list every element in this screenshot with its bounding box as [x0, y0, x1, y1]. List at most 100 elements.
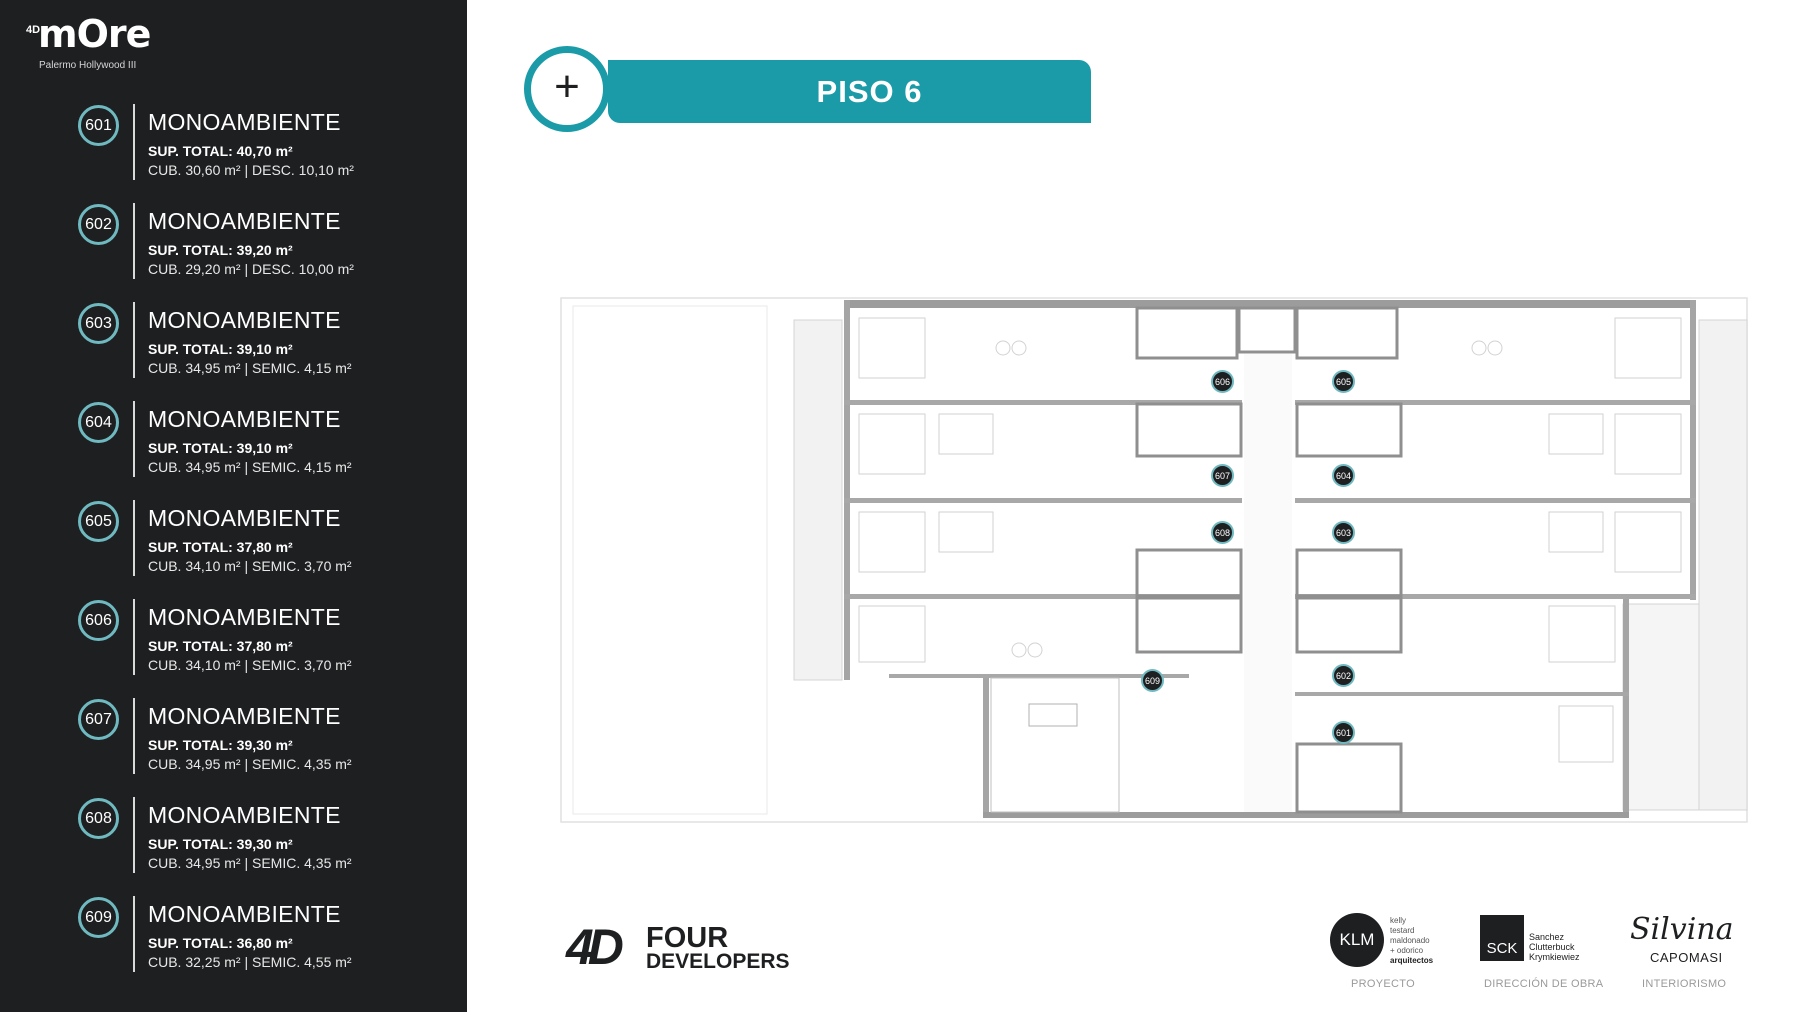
- unit-type: MONOAMBIENTE: [148, 802, 341, 828]
- klm-mark: KLM: [1330, 913, 1384, 967]
- unit-total-area: SUP. TOTAL: 39,20 m²: [148, 242, 293, 258]
- unit-number: 604: [85, 413, 112, 431]
- unit-divider: [133, 203, 135, 279]
- balcony-right: [1698, 319, 1748, 811]
- unit-divider: [133, 104, 135, 180]
- unit-divider: [133, 896, 135, 972]
- unit-divider: [133, 302, 135, 378]
- klm-logo: KLM kelly testard maldonado + odorico ar…: [1330, 908, 1450, 990]
- plan-badge-number: 602: [1335, 670, 1352, 681]
- klm-caption: PROYECTO: [1351, 978, 1415, 990]
- unit-number: 607: [85, 710, 112, 728]
- plan-badge-number: 603: [1335, 527, 1352, 538]
- unit-item-604[interactable]: 604 MONOAMBIENTE SUP. TOTAL: 39,10 m² CU…: [0, 401, 467, 500]
- unit-number: 609: [85, 908, 112, 926]
- plan-badge-602[interactable]: 602: [1332, 664, 1355, 687]
- plan-badge-number: 601: [1335, 727, 1352, 738]
- bathroom-blocks: [1135, 306, 1403, 814]
- unit-number-badge: 606: [78, 600, 119, 641]
- klm-description: kelly testard maldonado + odorico arquit…: [1390, 916, 1460, 966]
- unit-number: 608: [85, 809, 112, 827]
- plan-badge-608[interactable]: 608: [1211, 521, 1234, 544]
- expand-plus-button[interactable]: +: [524, 46, 610, 132]
- unit-total-area: SUP. TOTAL: 39,30 m²: [148, 836, 293, 852]
- floor-plan-drawing: [560, 297, 1748, 823]
- plan-badge-609[interactable]: 609: [1141, 669, 1164, 692]
- floor-title-banner: PISO 6: [608, 60, 1091, 123]
- unit-number: 605: [85, 512, 112, 530]
- unit-item-605[interactable]: 605 MONOAMBIENTE SUP. TOTAL: 37,80 m² CU…: [0, 500, 467, 599]
- klm-line: testard: [1390, 926, 1415, 935]
- north-wall: [844, 300, 1696, 308]
- sck-mark: SCK: [1480, 915, 1524, 961]
- unit-number-badge: 605: [78, 501, 119, 542]
- unit-item-609[interactable]: 609 MONOAMBIENTE SUP. TOTAL: 36,80 m² CU…: [0, 896, 467, 995]
- plan-badge-number: 605: [1335, 376, 1352, 387]
- brand-mark: 4D mOre: [26, 12, 206, 62]
- unit-number-badge: 601: [78, 105, 119, 146]
- terrace-inner-outline: [572, 305, 768, 815]
- unit-number: 603: [85, 314, 112, 332]
- plan-badge-601[interactable]: 601: [1332, 721, 1355, 744]
- brand-name: mOre: [38, 12, 151, 56]
- unit-divider: [133, 500, 135, 576]
- unit-separators: [844, 400, 1696, 696]
- unit-total-area: SUP. TOTAL: 36,80 m²: [148, 935, 293, 951]
- floor-title: PISO 6: [816, 73, 923, 109]
- silvina-caption: INTERIORISMO: [1642, 978, 1727, 990]
- unit-list: 601 MONOAMBIENTE SUP. TOTAL: 40,70 m² CU…: [0, 104, 467, 995]
- plan-badge-605[interactable]: 605: [1332, 370, 1355, 393]
- unit-number-badge: 609: [78, 897, 119, 938]
- sck-line: Krymkiewiez: [1529, 952, 1580, 962]
- unit-area-detail: CUB. 34,95 m² | SEMIC. 4,15 m²: [148, 459, 352, 475]
- unit-type: MONOAMBIENTE: [148, 307, 341, 333]
- unit-item-602[interactable]: 602 MONOAMBIENTE SUP. TOTAL: 39,20 m² CU…: [0, 203, 467, 302]
- unit-divider: [133, 698, 135, 774]
- unit-area-detail: CUB. 30,60 m² | DESC. 10,10 m²: [148, 162, 354, 178]
- plan-badge-603[interactable]: 603: [1332, 521, 1355, 544]
- unit-type: MONOAMBIENTE: [148, 208, 341, 234]
- plan-badge-606[interactable]: 606: [1211, 370, 1234, 393]
- unit-area-detail: CUB. 34,95 m² | SEMIC. 4,35 m²: [148, 756, 352, 772]
- stair-table: [1028, 703, 1078, 727]
- klm-line: + odorico: [1390, 946, 1424, 955]
- unit-item-606[interactable]: 606 MONOAMBIENTE SUP. TOTAL: 37,80 m² CU…: [0, 599, 467, 698]
- unit-total-area: SUP. TOTAL: 39,10 m²: [148, 440, 293, 456]
- plan-badge-607[interactable]: 607: [1211, 464, 1234, 487]
- unit-type: MONOAMBIENTE: [148, 703, 341, 729]
- unit-item-601[interactable]: 601 MONOAMBIENTE SUP. TOTAL: 40,70 m² CU…: [0, 104, 467, 203]
- developer-line2: DEVELOPERS: [646, 950, 790, 973]
- stair-west-wall: [983, 674, 989, 818]
- unit-total-area: SUP. TOTAL: 37,80 m²: [148, 539, 293, 555]
- unit-area-detail: CUB. 32,25 m² | SEMIC. 4,55 m²: [148, 954, 352, 970]
- unit-number-badge: 607: [78, 699, 119, 740]
- unit-type: MONOAMBIENTE: [148, 505, 341, 531]
- unit-number: 601: [85, 116, 112, 134]
- unit-area-detail: CUB. 29,20 m² | DESC. 10,00 m²: [148, 261, 354, 277]
- unit-total-area: SUP. TOTAL: 40,70 m²: [148, 143, 293, 159]
- sck-mark-text: SCK: [1486, 940, 1518, 957]
- unit-item-607[interactable]: 607 MONOAMBIENTE SUP. TOTAL: 39,30 m² CU…: [0, 698, 467, 797]
- unit-type: MONOAMBIENTE: [148, 109, 341, 135]
- plan-badge-number: 604: [1335, 470, 1352, 481]
- unit-total-area: SUP. TOTAL: 37,80 m²: [148, 638, 293, 654]
- sck-line: Clutterbuck: [1529, 942, 1575, 952]
- unit-number-badge: 603: [78, 303, 119, 344]
- unit-area-detail: CUB. 34,10 m² | SEMIC. 3,70 m²: [148, 657, 352, 673]
- unit-divider: [133, 599, 135, 675]
- sck-line: Sanchez: [1529, 932, 1565, 942]
- furniture: [858, 317, 1682, 763]
- south-wall: [983, 812, 1629, 818]
- unit-item-608[interactable]: 608 MONOAMBIENTE SUP. TOTAL: 39,30 m² CU…: [0, 797, 467, 896]
- balcony-right-lower: [1622, 603, 1700, 811]
- developer-line1: FOUR: [646, 922, 729, 954]
- sck-logo: SCK Sanchez Clutterbuck Krymkiewiez DIRE…: [1480, 908, 1603, 990]
- silvina-capomasi-logo: Silvina CAPOMASI INTERIORISMO: [1628, 908, 1734, 990]
- brand-subtitle: Palermo Hollywood III: [39, 60, 137, 71]
- unit-type: MONOAMBIENTE: [148, 604, 341, 630]
- unit-item-603[interactable]: 603 MONOAMBIENTE SUP. TOTAL: 39,10 m² CU…: [0, 302, 467, 401]
- east-wall: [1690, 300, 1696, 600]
- plan-badge-604[interactable]: 604: [1332, 464, 1355, 487]
- plan-badge-number: 608: [1214, 527, 1231, 538]
- unit-number-badge: 608: [78, 798, 119, 839]
